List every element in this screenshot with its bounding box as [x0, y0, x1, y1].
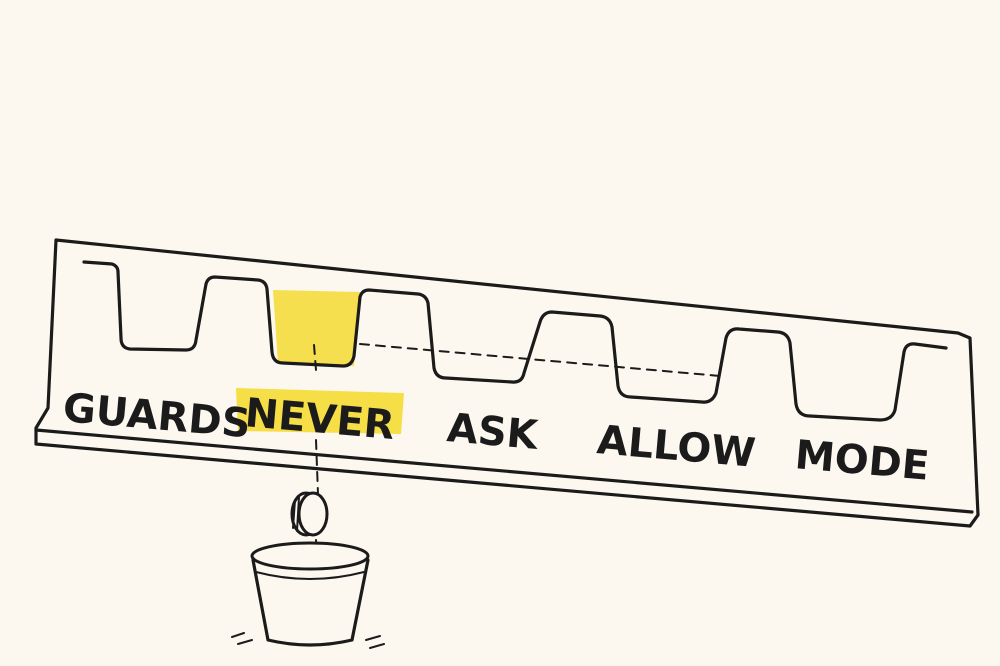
label-allow: ALLOW — [595, 417, 757, 477]
active-slot-highlight — [273, 290, 360, 366]
label-mode: MODE — [793, 432, 931, 490]
tray-bottom-edge — [34, 428, 974, 514]
label-guards: GUARDS — [61, 385, 252, 447]
never-label-highlight — [236, 388, 404, 434]
drop-line-lower — [315, 439, 319, 495]
label-ask: ASK — [445, 405, 541, 459]
cup-icon — [231, 541, 385, 649]
slot-guide-line — [359, 343, 721, 377]
tray-slots — [82, 260, 948, 422]
tray-frame — [34, 238, 980, 528]
coin-icon — [290, 491, 329, 537]
drop-line — [313, 344, 317, 371]
